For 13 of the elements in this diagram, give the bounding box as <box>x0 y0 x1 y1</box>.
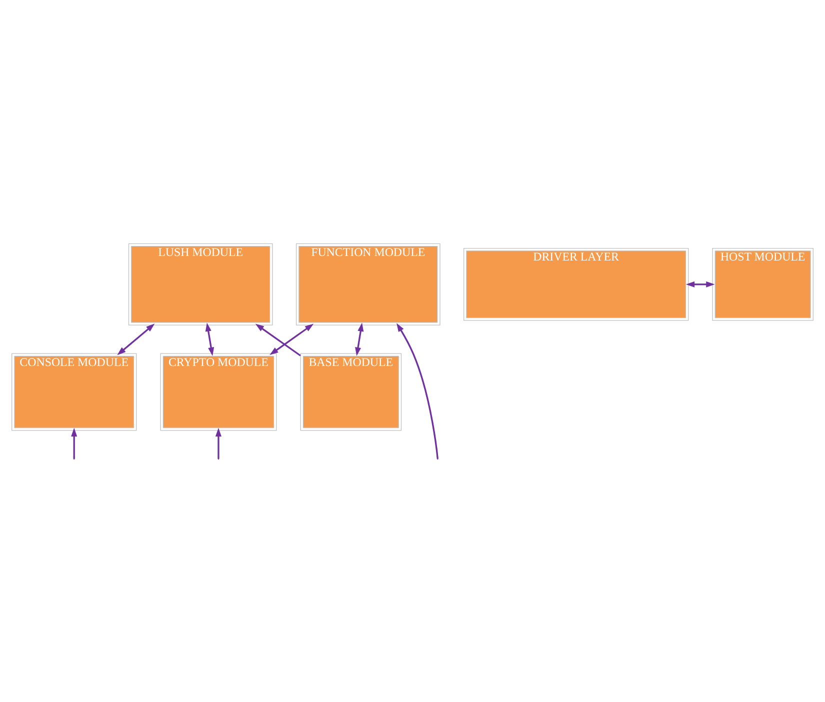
node-box: DRIVER LAYER <box>464 247 689 320</box>
node-box: BASE MODULE <box>300 352 402 430</box>
arrow <box>117 323 155 355</box>
arrow <box>355 322 364 356</box>
node-box: LUSH MODULE <box>128 242 273 325</box>
arrow <box>270 323 314 354</box>
arrow <box>205 322 214 356</box>
node-box: FUNCTION MODULE <box>296 242 440 325</box>
arrow <box>255 323 301 356</box>
node-box: CONSOLE MODULE <box>12 352 137 430</box>
arrow <box>686 280 715 287</box>
node-box: CRYPTO MODULE <box>160 352 277 430</box>
node-box: HOST MODULE <box>712 247 814 320</box>
